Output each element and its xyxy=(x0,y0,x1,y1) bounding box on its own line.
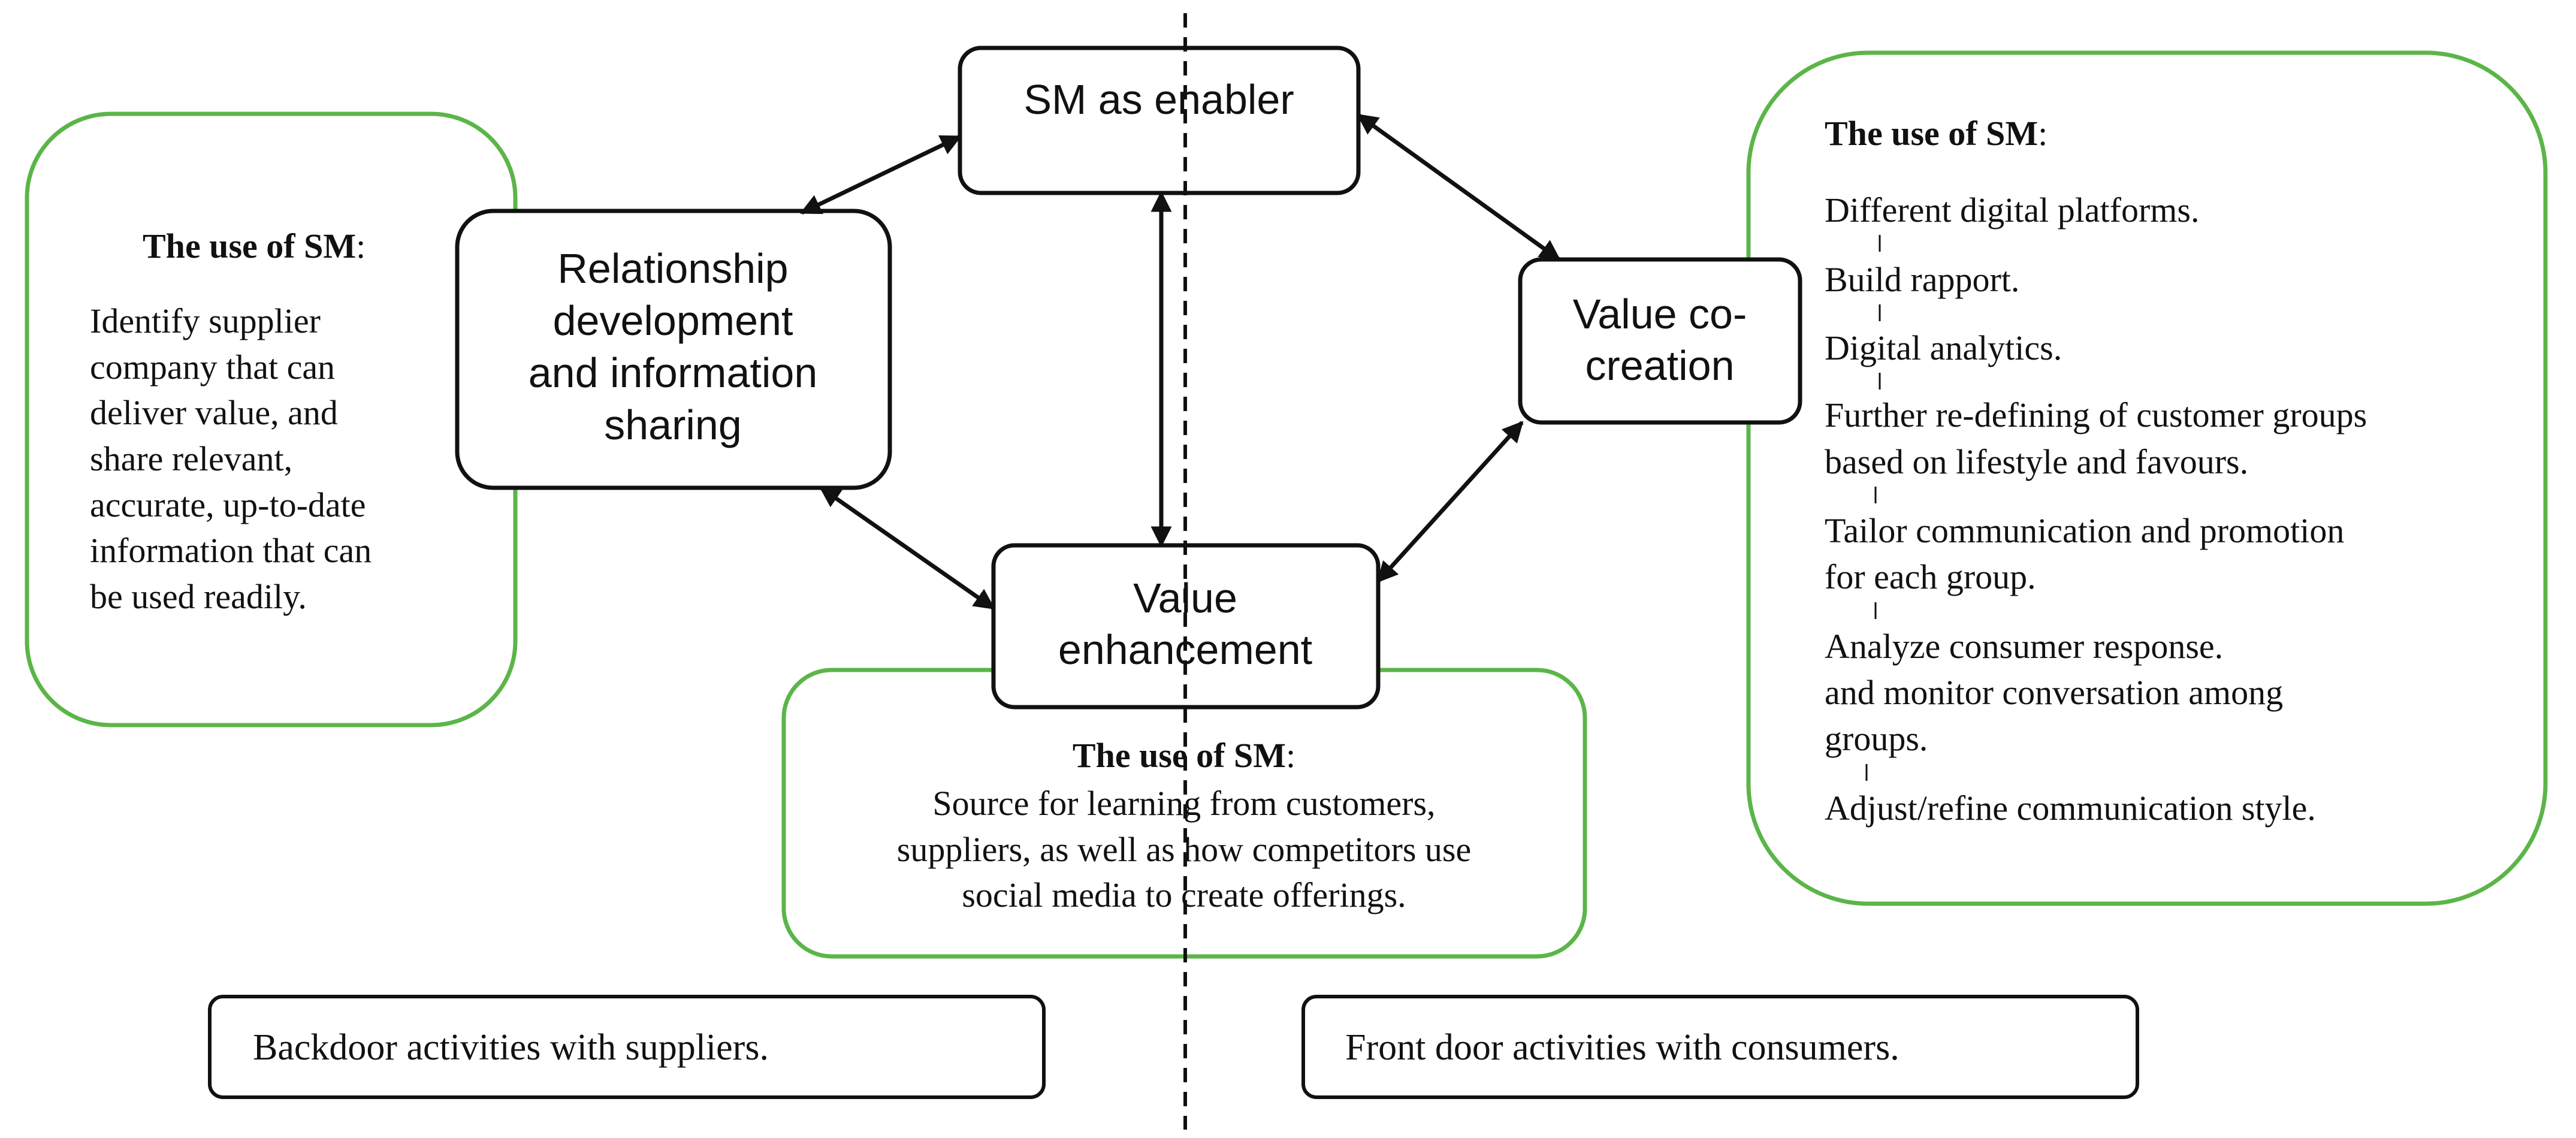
frontdoor-label: Front door activities with consumers. xyxy=(1345,1027,1899,1068)
value-cocreation-label-line: creation xyxy=(1585,342,1734,389)
right-panel-line: Different digital platforms. xyxy=(1825,191,2199,230)
right-panel-line: and monitor conversation among xyxy=(1825,673,2283,712)
right-panel-line: Tailor communication and promotion xyxy=(1825,511,2344,550)
left-panel-line: deliver value, and xyxy=(90,393,338,432)
relationship-label-line: sharing xyxy=(604,402,742,448)
right-panel-line: for each group. xyxy=(1825,557,2036,596)
right-panel-line: Analyze consumer response. xyxy=(1825,627,2223,666)
left-panel-line: Identify supplier xyxy=(90,301,321,340)
right-panel-line: Digital analytics. xyxy=(1825,328,2062,367)
arrow-cocreation-enhancement xyxy=(1376,421,1524,583)
right-panel-border xyxy=(1746,50,2548,906)
right-panel-line: Further re-defining of customer groups xyxy=(1825,396,2367,434)
left-panel-line: company that can xyxy=(90,348,335,387)
arrow-enabler-cocreation xyxy=(1357,113,1561,261)
right-panel-line: Build rapport. xyxy=(1825,260,2019,299)
left-panel-heading: The use of SM: xyxy=(143,227,366,265)
left-panel-text: The use of SM: Identify supplier company… xyxy=(90,227,372,616)
value-cocreation-label: Value co- creation xyxy=(1573,291,1747,389)
backdoor-box xyxy=(208,995,1046,1099)
right-panel-line: based on lifestyle and favours. xyxy=(1825,442,2248,481)
left-panel-line: accurate, up-to-date xyxy=(90,485,366,524)
relationship-label-line: development xyxy=(553,297,793,344)
value-cocreation-label-line: Value co- xyxy=(1573,291,1747,337)
left-panel-line: be used readily. xyxy=(90,577,307,616)
relationship-box xyxy=(455,209,892,490)
right-panel-text: The use of SM: Different digital platfor… xyxy=(1825,114,2367,828)
right-panel-connectors xyxy=(1865,235,1881,781)
relationship-label-line: and information xyxy=(529,349,818,396)
frontdoor-box xyxy=(1301,995,2139,1099)
value-cocreation-box xyxy=(1518,257,1802,425)
right-panel-line: Adjust/refine communication style. xyxy=(1825,789,2316,828)
arrow-relationship-enhancement xyxy=(819,486,995,610)
relationship-label-line: Relationship xyxy=(557,245,788,292)
relationship-label: Relationship development and information… xyxy=(529,245,818,448)
right-panel-heading: The use of SM: xyxy=(1825,114,2047,153)
left-panel-line: information that can xyxy=(90,531,372,570)
left-panel-line: share relevant, xyxy=(90,439,292,478)
right-panel-line: groups. xyxy=(1825,719,1928,758)
arrow-enabler-relationship xyxy=(799,134,962,215)
sm-enabler-label: SM as enabler xyxy=(1023,76,1294,123)
middle-panel-heading: The use of SM: xyxy=(1073,736,1295,775)
backdoor-label: Backdoor activities with suppliers. xyxy=(253,1027,769,1068)
